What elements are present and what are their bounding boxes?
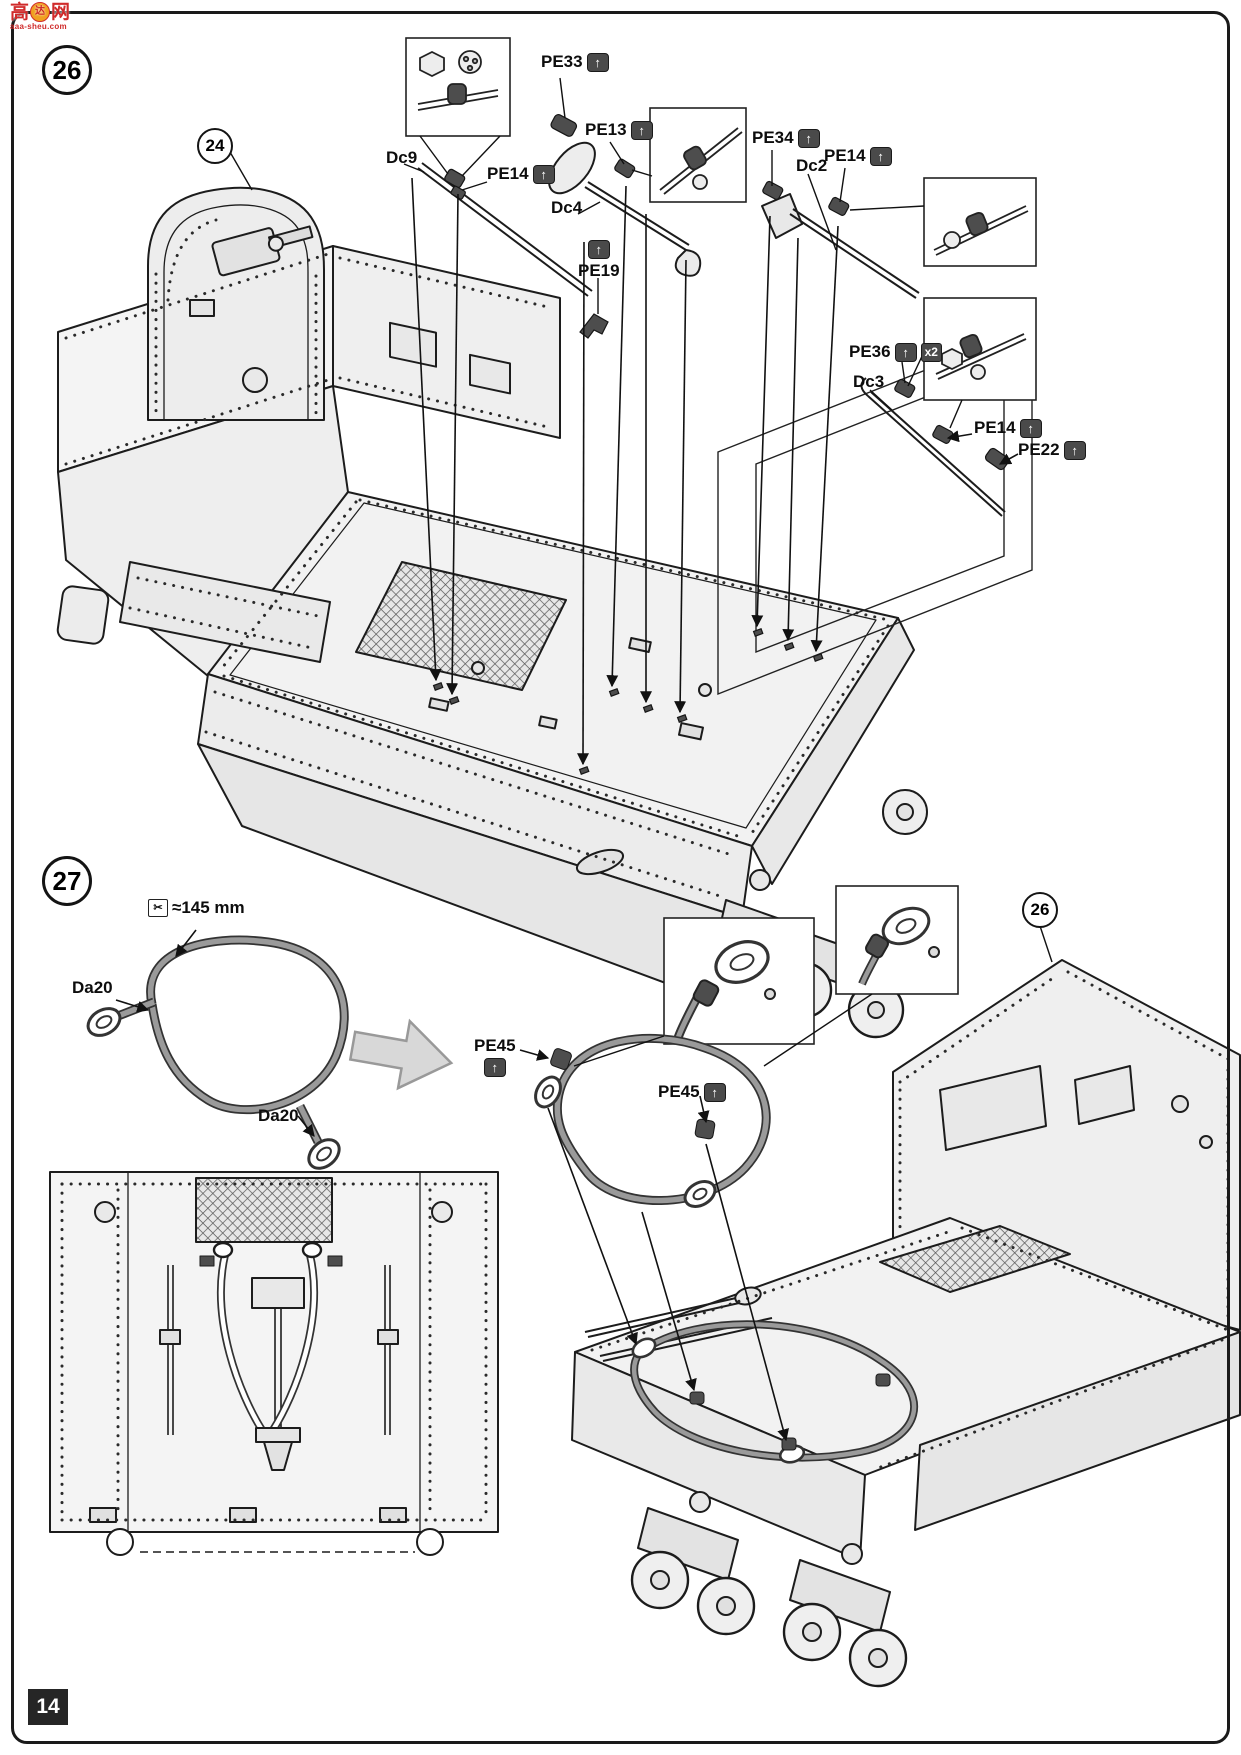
- pe-bend-icon: ↑: [586, 52, 609, 72]
- part-label-text: PE19: [578, 261, 620, 280]
- part-label-dc9: Dc9: [386, 148, 417, 168]
- part-label-text: PE33: [541, 52, 583, 71]
- part-label-text: Dc4: [551, 198, 583, 217]
- process-arrow: [348, 1018, 454, 1091]
- part-label-text: PE14: [974, 418, 1016, 437]
- part-label-pe19: ↑ PE19: [578, 240, 620, 281]
- watermark-char-right: 网: [51, 1, 71, 23]
- rivet-rows: [64, 218, 890, 900]
- part-label-dc2: Dc2: [796, 156, 827, 176]
- pioneer-tools: [417, 141, 1006, 517]
- pe-bend-icon: ↑: [797, 128, 820, 148]
- part-label-dc4: Dc4: [551, 198, 582, 218]
- hull-drawing-step26: [56, 186, 928, 1039]
- part-label-text: PE45: [658, 1082, 700, 1101]
- scissors-icon: ✂: [148, 899, 168, 917]
- part-label-text: Da20: [258, 1106, 299, 1125]
- step-26-number: 26: [42, 45, 92, 95]
- part-label-pe14-c: PE14 ↑: [974, 418, 1042, 438]
- part-label-pe45-b: PE45 ↑: [658, 1082, 726, 1102]
- quantity-x2-badge: x2: [920, 342, 942, 362]
- watermark: 高 达 网 aaa-sheu.com: [10, 2, 70, 31]
- part-ref-24: 24: [197, 128, 233, 164]
- part-label-da20-b: Da20: [258, 1106, 299, 1126]
- hull-drawing-step27: [571, 959, 1241, 1688]
- leader-lines: [115, 177, 1019, 1442]
- part-label-dc3: Dc3: [853, 372, 884, 392]
- part-label-text: Dc9: [386, 148, 418, 167]
- rear-view-rivets: [60, 1182, 488, 1522]
- part-label-text: PE36: [849, 342, 891, 361]
- pe-bend-icon: ↑: [532, 164, 555, 184]
- pe-bend-icon: ↑: [869, 146, 892, 166]
- part-label-pe45-a: PE45 ↑: [474, 1036, 516, 1077]
- watermark-title: 高 达 网: [10, 2, 70, 22]
- part-label-text: Dc2: [796, 156, 828, 175]
- part-label-text: Dc3: [853, 372, 885, 391]
- pe-bend-icon: ↑: [1063, 440, 1086, 460]
- watermark-char-left: 高: [10, 1, 30, 23]
- part-label-pe14-a: PE14 ↑: [824, 146, 892, 166]
- part-label-text: PE34: [752, 128, 794, 147]
- assembly-ref-26: 26: [1022, 892, 1058, 928]
- rear-view-drawing: [49, 1171, 499, 1556]
- part-label-pe34: PE34 ↑: [752, 128, 820, 148]
- part-label-text: PE45: [474, 1036, 516, 1055]
- pe-bend-icon: ↑: [630, 120, 653, 140]
- pe-bend-icon: ↑: [894, 342, 917, 362]
- watermark-logo-icon: 达: [30, 2, 51, 22]
- part-label-text: PE22: [1018, 440, 1060, 459]
- part-label-pe14-b: PE14 ↑: [487, 164, 555, 184]
- part-label-text: PE14: [487, 164, 529, 183]
- part-label-text: Da20: [72, 978, 113, 997]
- page-number: 14: [28, 1689, 68, 1725]
- part-label-pe33: PE33 ↑: [541, 52, 609, 72]
- part-label-pe13: PE13 ↑: [585, 120, 653, 140]
- tow-cable-assembled: [534, 1033, 771, 1208]
- cut-length-note: ✂ ≈145 mm: [148, 898, 245, 918]
- part-label-da20-a: Da20: [72, 978, 113, 998]
- pe-clamp-parts: [432, 113, 1010, 775]
- detail-inset-boxes: [405, 37, 1037, 1045]
- pe-bend-icon: ↑: [703, 1082, 726, 1102]
- part-label-pe36: PE36 ↑ x2: [849, 342, 942, 362]
- pe-bend-icon: ↑: [483, 1058, 506, 1077]
- pe-bend-icon: ↑: [1019, 418, 1042, 438]
- part-label-text: PE13: [585, 120, 627, 139]
- part-label-text: PE14: [824, 146, 866, 165]
- step-27-number: 27: [42, 856, 92, 906]
- pe-bend-icon: ↑: [587, 240, 610, 259]
- length-note-text: ≈145 mm: [172, 898, 245, 917]
- tow-cable-unassembled: [86, 935, 349, 1170]
- watermark-url: aaa-sheu.com: [10, 22, 67, 31]
- part-label-pe22: PE22 ↑: [1018, 440, 1086, 460]
- connector-lines: [229, 77, 1053, 1067]
